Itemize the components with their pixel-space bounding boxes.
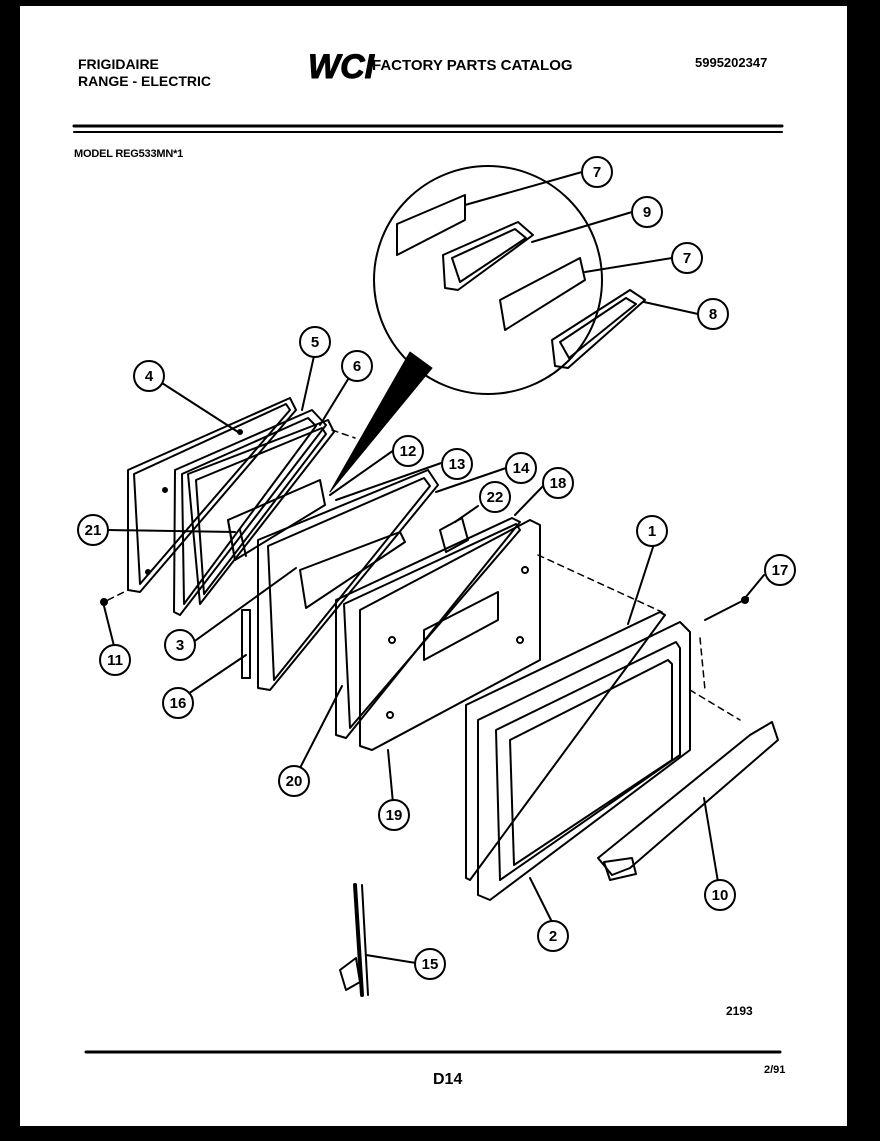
callout-13: 13 [449, 456, 466, 473]
inner-liner-6 [187, 419, 335, 605]
catalog-sheet [20, 6, 847, 1126]
callout-circles [77, 156, 796, 980]
callout-15: 15 [422, 956, 439, 973]
product-label: RANGE - ELECTRIC [78, 73, 211, 89]
drawing-number: 2193 [726, 1004, 753, 1018]
screw-17 [704, 596, 749, 621]
gasket-frame-5 [173, 409, 327, 616]
callout-19: 19 [386, 807, 403, 824]
callout-16: 16 [170, 695, 187, 712]
catalog-number: 5995202347 [695, 55, 768, 70]
callout-7a: 7 [593, 164, 601, 181]
callout-18: 18 [550, 475, 567, 492]
callout-22: 22 [487, 489, 504, 506]
outer-glass-19 [359, 519, 541, 751]
window-frame-3 [257, 469, 439, 691]
detail-glass-7b [499, 257, 586, 331]
logo-text: WCI [308, 48, 376, 86]
callout-numbers: 1 2 3 4 5 6 7 7 8 9 10 11 12 13 14 15 16… [85, 164, 789, 973]
inner-door-panel-4 [127, 397, 297, 593]
detail-gasket-8 [551, 289, 646, 369]
glass-stack-20 [335, 517, 521, 739]
callout-6: 6 [353, 358, 361, 375]
insulation-block-21 [227, 479, 326, 561]
model-label: MODEL REG533MN*1 [74, 148, 184, 160]
callout-5: 5 [311, 334, 319, 351]
wci-logo: WCI [308, 48, 377, 87]
callout-11: 11 [107, 652, 123, 669]
callout-2: 2 [549, 928, 557, 945]
clip-22 [439, 517, 469, 553]
callout-20: 20 [286, 773, 303, 790]
screw-11 [100, 598, 108, 606]
magnifier-pointer [329, 351, 433, 493]
leader-lines [103, 171, 765, 964]
callout-4: 4 [145, 368, 154, 385]
callout-9: 9 [643, 204, 651, 221]
date-code: 2/91 [764, 1064, 786, 1076]
detail-magnifier [373, 165, 603, 395]
assembly-guide-lines [107, 429, 741, 721]
detail-glass-7a [396, 194, 466, 256]
brand-label: FRIGIDAIRE [78, 56, 159, 72]
callout-21: 21 [85, 522, 102, 539]
outer-door-frame-2 [477, 621, 691, 901]
trim-frame-1 [465, 611, 666, 881]
callout-10: 10 [712, 887, 729, 904]
callout-7b: 7 [683, 250, 691, 267]
detail-gasket-9 [442, 221, 534, 291]
catalog-title: FACTORY PARTS CATALOG [372, 57, 573, 74]
callout-14: 14 [513, 460, 530, 477]
callout-1: 1 [648, 523, 656, 540]
callout-17: 17 [772, 562, 789, 579]
callout-3: 3 [176, 637, 184, 654]
page-code: D14 [433, 1071, 463, 1088]
callout-12: 12 [400, 443, 417, 460]
door-handle-10 [597, 721, 779, 881]
callout-8: 8 [709, 306, 717, 323]
hinge-spring-16 [241, 609, 251, 679]
hinge-15 [339, 883, 369, 997]
